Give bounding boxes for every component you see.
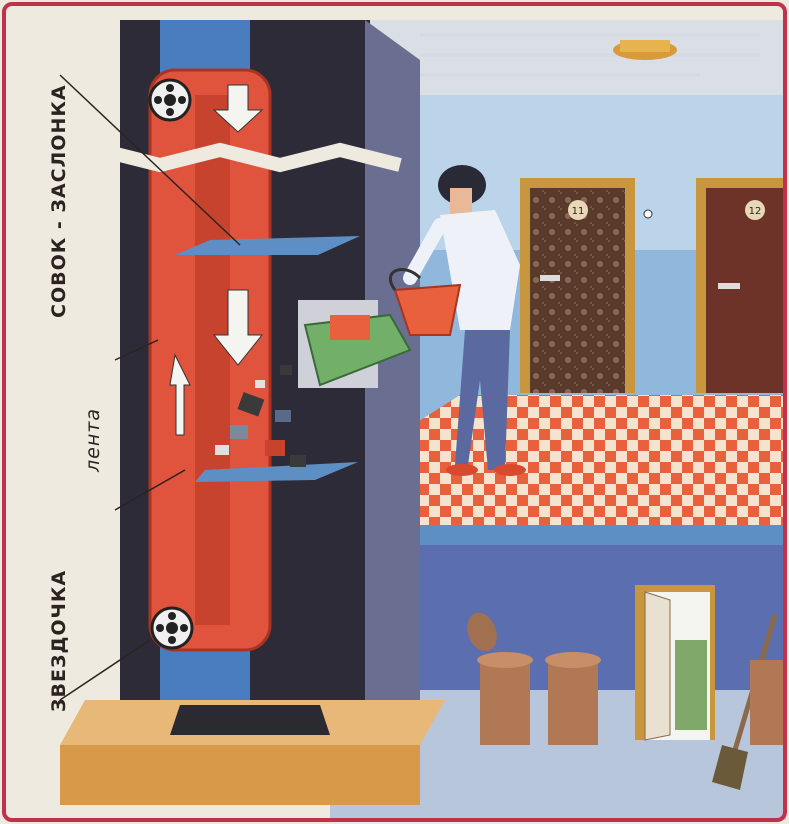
door-11: 11 <box>520 178 635 393</box>
label-scoop-valve: СОВОК - ЗАСЛОНКА <box>48 84 70 318</box>
chute-shaft-side <box>365 20 420 760</box>
doorbell-icon <box>644 210 652 218</box>
basement-doorway <box>635 585 715 740</box>
sprocket-bottom-icon <box>152 608 192 648</box>
bottom-bin-front <box>60 745 420 805</box>
label-sprocket: ЗВЕЗДОЧКА <box>48 570 70 712</box>
ceiling-lamp-icon <box>613 40 677 60</box>
door-11-number: 11 <box>572 206 585 217</box>
trash-bin-3 <box>750 660 786 745</box>
trash-bin-2 <box>545 652 601 745</box>
label-belt: лента <box>82 408 104 472</box>
door-12-number: 12 <box>749 206 762 217</box>
door-12: 12 <box>696 178 786 393</box>
bottom-bin-garbage <box>170 705 330 735</box>
sprocket-top-icon <box>150 80 190 120</box>
belt-inner <box>195 95 230 625</box>
